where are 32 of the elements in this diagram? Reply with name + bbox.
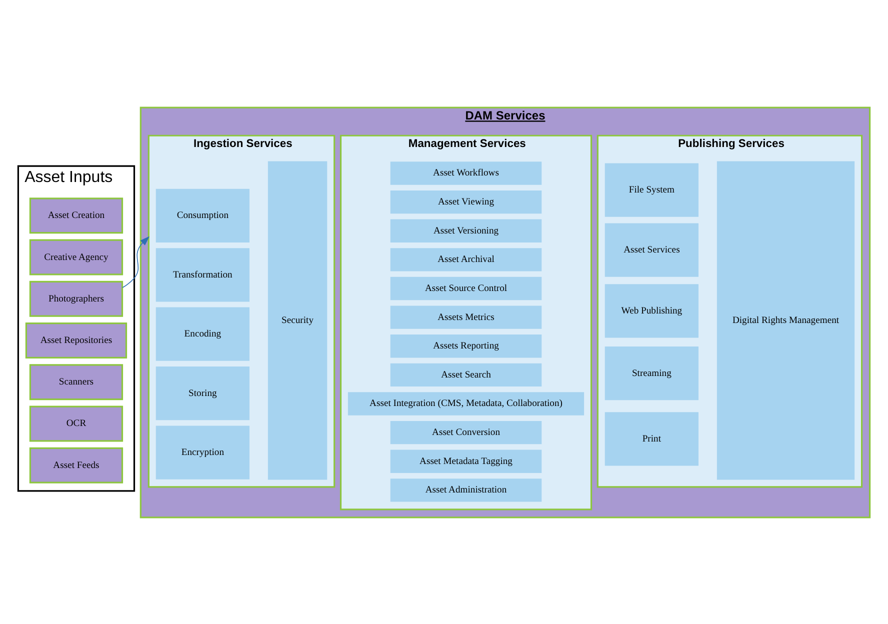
node-box: Asset Services bbox=[604, 222, 699, 276]
node-box: Asset Versioning bbox=[390, 218, 542, 242]
node-box: Asset Administration bbox=[390, 478, 542, 502]
node-box: OCR bbox=[29, 405, 124, 442]
node-box: Asset Workflows bbox=[390, 161, 542, 184]
arrow bbox=[122, 236, 150, 288]
node-box: Asset Repositories bbox=[25, 322, 128, 358]
node-box: Creative Agency bbox=[29, 238, 124, 275]
node-box: Assets Reporting bbox=[390, 334, 542, 358]
node-box: Asset Search bbox=[390, 362, 542, 386]
node-box: Scanners bbox=[29, 364, 124, 400]
node-box: Print bbox=[604, 412, 699, 466]
node-box: Assets Metrics bbox=[390, 305, 542, 328]
node-box: Storing bbox=[156, 366, 250, 420]
node-box: Streaming bbox=[604, 346, 699, 400]
node-box: Consumption bbox=[156, 188, 250, 242]
node-box: File System bbox=[604, 162, 699, 216]
node-box: Asset Archival bbox=[390, 248, 542, 271]
node-box: Asset Source Control bbox=[390, 276, 542, 300]
node-box: Transformation bbox=[156, 248, 250, 302]
node-box: Security bbox=[268, 160, 328, 480]
node-box: Asset Metadata Tagging bbox=[390, 449, 542, 472]
node-box: Encryption bbox=[156, 425, 250, 479]
node-box: Encoding bbox=[156, 306, 250, 360]
node-box: Photographers bbox=[29, 280, 124, 316]
node-box: Asset Conversion bbox=[390, 420, 542, 444]
node-box: Asset Integration (CMS, Metadata, Collaboration) bbox=[348, 392, 584, 415]
node-box: Asset Viewing bbox=[390, 190, 542, 214]
node-box: Asset Creation bbox=[29, 197, 124, 234]
node-box: Asset Feeds bbox=[29, 446, 124, 483]
node-box: Digital Rights Management bbox=[716, 160, 855, 480]
node-box: Web Publishing bbox=[604, 284, 699, 338]
